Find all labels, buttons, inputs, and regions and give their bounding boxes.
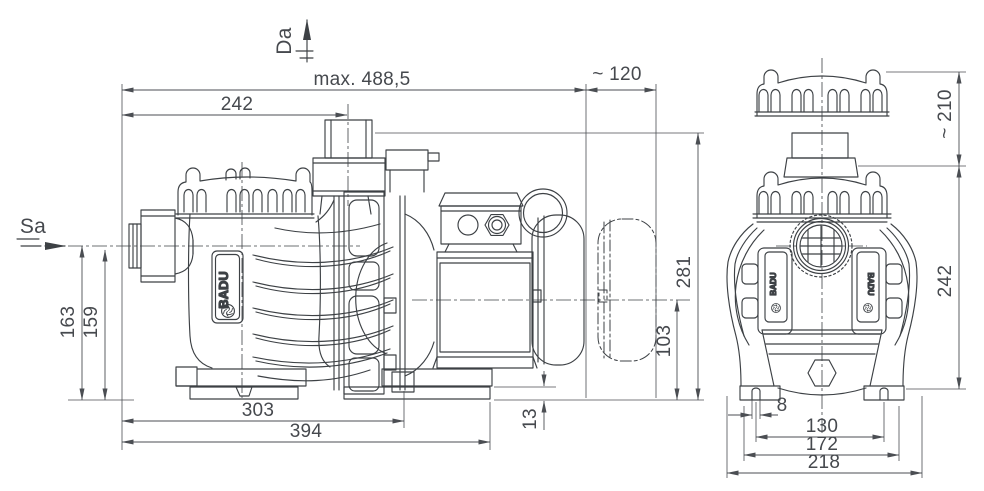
brand-label-front-left: BADU bbox=[769, 272, 778, 295]
brand-label-front-right: BADU bbox=[866, 272, 875, 295]
side-view: BADU bbox=[128, 119, 657, 400]
centerlines bbox=[68, 58, 867, 434]
dim-bolt-spacing-label: 130 bbox=[806, 416, 839, 437]
dim-overall-max-label: max. 488,5 bbox=[314, 69, 411, 90]
fan-logo-icon bbox=[221, 304, 235, 318]
clamp-bracket-right: BADU bbox=[851, 247, 903, 335]
dim-total-height-label: 281 bbox=[674, 256, 695, 289]
dim-foot-length-label: 303 bbox=[242, 400, 275, 421]
dim-front-height-label: 242 bbox=[935, 265, 956, 298]
brand-plate-side: BADU bbox=[211, 250, 244, 324]
motor-body bbox=[432, 251, 538, 369]
discharge-port bbox=[312, 119, 386, 215]
tank-neck bbox=[783, 132, 859, 178]
volute-ribs bbox=[252, 223, 394, 382]
dim-foot-outer-label: 172 bbox=[806, 434, 839, 455]
motor bbox=[432, 188, 585, 369]
dim-inlet-height-inner-label: 159 bbox=[81, 306, 102, 339]
clamp-bracket-left: BADU bbox=[741, 247, 793, 335]
discharge-flow-label: Da bbox=[273, 27, 296, 54]
front-view: BADU BADU bbox=[726, 69, 918, 401]
motor-handle bbox=[518, 188, 568, 238]
drain-plug-side bbox=[175, 366, 198, 387]
dim-housing-length-label: 242 bbox=[221, 94, 254, 115]
terminal-box bbox=[438, 192, 524, 253]
fan-logo-icon bbox=[863, 303, 873, 313]
dim-lid-clearance-label: ~ 210 bbox=[935, 89, 956, 139]
strainer-lid bbox=[175, 167, 315, 219]
dim-removal-clearance-label: ~ 120 bbox=[592, 64, 642, 85]
dim-slot-width-label: 8 bbox=[777, 395, 788, 416]
suction-flow-label: Sa bbox=[20, 215, 46, 238]
drain-plug-front bbox=[807, 359, 837, 387]
base-feet-side bbox=[175, 366, 493, 400]
brand-label-side: BADU bbox=[216, 271, 231, 309]
seal-flange bbox=[333, 149, 440, 395]
fan-logo-icon bbox=[771, 303, 781, 313]
motor-extension-phantom bbox=[597, 218, 657, 362]
dim-base-length-label: 394 bbox=[290, 421, 323, 442]
flow-labels: Da Sa bbox=[16, 19, 314, 250]
front-body bbox=[726, 223, 918, 387]
dimensions: max. 488,5 ~ 120 242 281 103 163 159 303… bbox=[58, 64, 966, 478]
dim-pad-height-label: 13 bbox=[520, 408, 541, 430]
dim-overall-width-label: 218 bbox=[808, 452, 841, 473]
dim-shaft-height-label: 103 bbox=[654, 325, 675, 358]
dim-inlet-height-outer-label: 163 bbox=[58, 306, 79, 339]
strainer-tank bbox=[187, 199, 335, 369]
motor-end-bell bbox=[531, 214, 585, 366]
cable-gland-icon bbox=[457, 214, 479, 236]
